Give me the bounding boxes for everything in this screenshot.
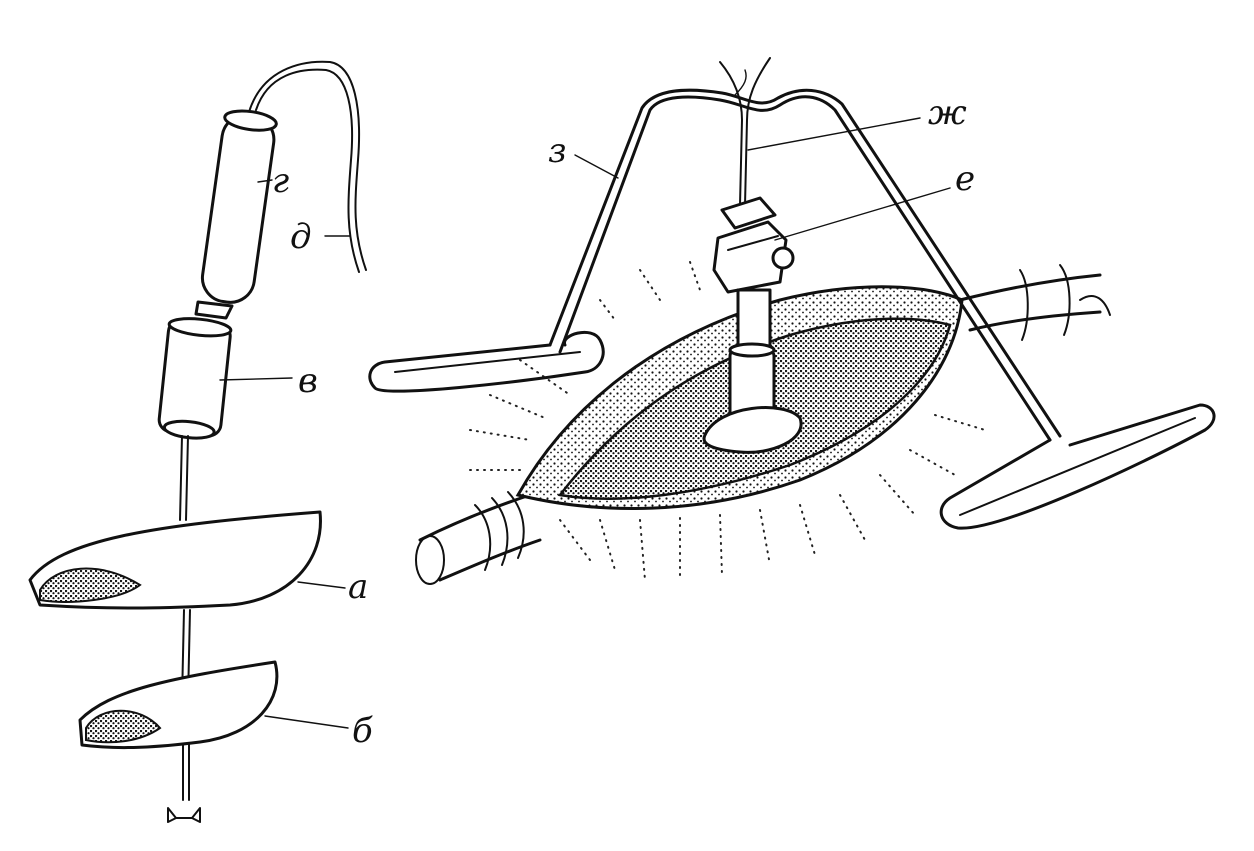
label-z: з [548, 131, 567, 171]
label-d: д [290, 217, 312, 257]
instrument-exploded-view [28, 60, 367, 823]
skin-hatching [469, 261, 986, 581]
leader-g [257, 179, 273, 183]
handle-g [200, 109, 278, 304]
instrument-tip [167, 807, 201, 823]
thread-zh [719, 57, 771, 206]
label-e: е [955, 159, 975, 199]
rod [702, 288, 803, 454]
cord-d [248, 60, 367, 271]
left-tube [415, 491, 542, 585]
leader-a [297, 581, 346, 589]
label-g: г [272, 161, 289, 201]
blade-a [28, 510, 322, 610]
label-a: а [348, 567, 368, 607]
leader-z [574, 154, 619, 179]
blade-b [78, 660, 279, 750]
label-leaders [219, 117, 951, 729]
label-v: в [298, 361, 318, 401]
leader-v [219, 377, 293, 381]
leader-zh [747, 117, 921, 151]
leader-b [264, 715, 349, 729]
operative-field [368, 57, 1216, 585]
sleeve-v [157, 317, 233, 440]
holder-e [712, 196, 795, 294]
label-zh: ж [928, 93, 967, 133]
label-b: б [352, 711, 373, 751]
leader-e [774, 187, 951, 241]
right-tube [958, 264, 1111, 341]
